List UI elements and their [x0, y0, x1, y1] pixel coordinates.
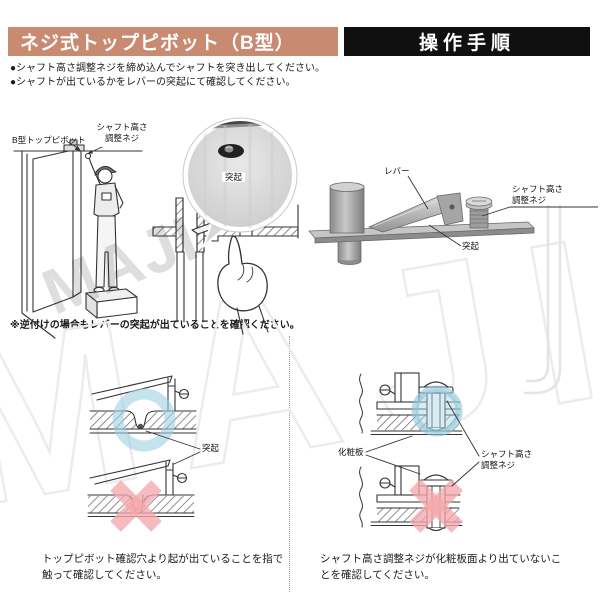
protrusion-label-render: 突起 — [462, 241, 480, 251]
left-caption: トップピボット確認穴より起が出ていることを指で 触って確認してください。 — [42, 553, 284, 581]
leader-lines — [365, 400, 480, 487]
page-title-bar: ネジ式トップピボット（B型） — [8, 27, 338, 56]
shaft-cylinder — [329, 186, 365, 234]
pivot-3d-render — [308, 175, 598, 265]
section-divider — [289, 336, 290, 592]
procedure-bar: 操作手順 — [344, 27, 590, 56]
protrusion-label-check: 突起 — [202, 443, 220, 453]
ng-mark — [110, 480, 162, 532]
door-worker-illustration — [13, 139, 143, 339]
instruction-list: ●シャフト高さ調整ネジを締め込んでシャフトを突き出してください。 ●シャフトが出… — [10, 62, 325, 90]
ok-mark — [112, 388, 176, 452]
shaft-screw-label-check: シャフト高さ 調整ネジ — [481, 449, 533, 470]
adjust-screw — [469, 206, 489, 229]
shaft-screw-label-top: シャフト高さ 調整ネジ — [96, 122, 148, 143]
page-title: ネジ式トップピボット（B型） — [20, 33, 295, 54]
check-protrusion-diagrams — [87, 375, 201, 532]
leader-lines — [145, 430, 201, 465]
procedure-label: 操作手順 — [418, 33, 515, 54]
ok-mark — [411, 385, 463, 437]
magnifier-protrusion-label: 突起 — [222, 161, 246, 182]
check-screw-diagrams — [359, 372, 480, 533]
ng-mark — [409, 479, 463, 533]
right-caption: シャフト高さ調整ネジが化粧板面より出ていないこ とを確認してください。 — [320, 553, 562, 581]
shaft-screw-label-render: シャフト高さ 調整ネジ — [512, 184, 564, 205]
b-pivot-label: B型トップピボット — [12, 135, 86, 145]
lever-label: レバー — [384, 166, 410, 176]
instruction-line: ●シャフト高さ調整ネジを締め込んでシャフトを突き出してください。 — [10, 63, 325, 74]
instruction-line: ●シャフトが出ているかをレバーの突起にて確認してください。 — [10, 77, 296, 88]
reverse-mount-note: ※逆付けの場合もレバーの突起が出ていることを確認ください。 — [10, 320, 300, 331]
panel-label: 化粧板 — [338, 447, 364, 457]
